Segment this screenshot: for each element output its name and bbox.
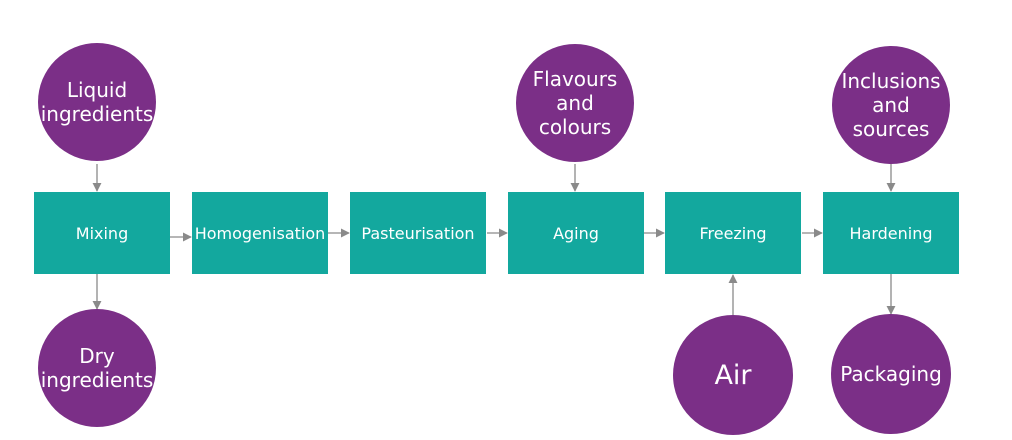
input-label-line: Liquid [66,78,128,102]
input-label-line: Dry [79,344,115,368]
input-label-line: ingredients [40,102,154,126]
process-step-hardening: Hardening [823,192,959,274]
input-flavours-and-colours: Flavours and colours [516,44,634,162]
output-dry-ingredients: Dry ingredients [38,309,156,427]
input-label-line: and [556,91,594,115]
input-label-line: ingredients [40,368,154,392]
input-label-line: Flavours [532,67,618,91]
process-step-pasteurisation: Pasteurisation [350,192,486,274]
input-label-line: colours [538,115,612,139]
process-step-homogenisation: Homogenisation [192,192,328,274]
process-step-aging: Aging [508,192,644,274]
input-inclusions-and-sources: Inclusions and sources [832,46,950,164]
process-step-freezing: Freezing [665,192,801,274]
input-label-line: sources [852,117,930,141]
input-label-line: and [872,93,910,117]
process-step-mixing: Mixing [34,192,170,274]
input-air: Air [673,315,793,435]
input-label-line: Packaging [840,362,942,386]
input-label-line: Inclusions [841,69,941,93]
output-packaging: Packaging [831,314,951,434]
input-label-line: Air [714,359,752,391]
input-liquid-ingredients: Liquid ingredients [38,43,156,161]
